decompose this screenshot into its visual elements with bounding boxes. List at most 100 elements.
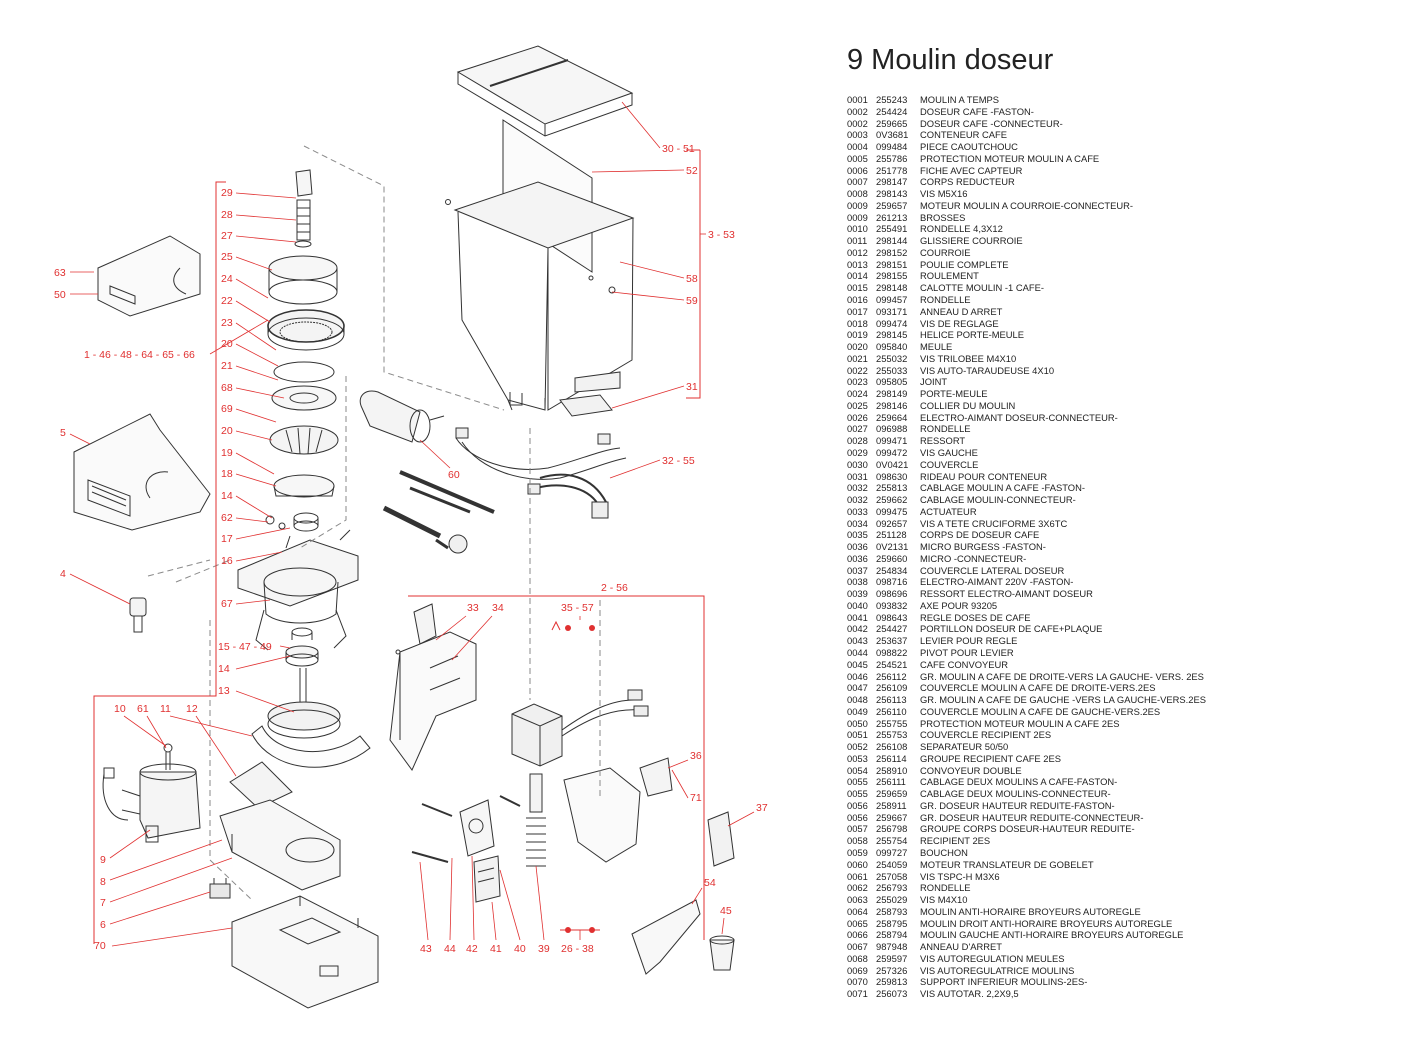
callout-leader [591, 169, 685, 173]
support-bracket-drawing [231, 895, 379, 1009]
part-position: 0002 [847, 117, 868, 129]
part-position: 0042 [847, 623, 868, 635]
part-reference: 098630 [876, 470, 908, 482]
callout-leader [111, 927, 233, 947]
part-reference: 254059 [876, 858, 908, 870]
part-description: ANNEAU D'ARRET [920, 941, 1003, 953]
part-position: 0028 [847, 435, 868, 447]
part-position: 0056 [847, 811, 868, 823]
part-position: 0054 [847, 764, 868, 776]
part-reference: 099474 [876, 317, 908, 329]
part-position: 0055 [847, 788, 868, 800]
callout-label: 13 [218, 685, 230, 697]
exploded-view-diagram: 2928272524222320216869201918146217166715… [54, 45, 768, 1009]
callout-leader [235, 235, 297, 243]
part-reference: 254427 [876, 623, 908, 635]
part-reference: 298151 [876, 258, 908, 270]
callout-label: 20 [221, 425, 233, 437]
callout-label: 20 [221, 338, 233, 350]
part-position: 0024 [847, 388, 868, 400]
part-reference: 092657 [876, 517, 908, 529]
callout-label: 37 [756, 802, 768, 814]
part-description: CABLAGE DEUX MOULINS-CONNECTEUR- [920, 788, 1111, 800]
parts-row: 0042 254427 PORTILLON DOSEUR DE CAFE+PLAQU… [847, 623, 1407, 635]
part-position: 0036 [847, 552, 868, 564]
callout-leader [195, 715, 237, 777]
callout-label: 36 [690, 750, 702, 762]
callout-label: 14 [221, 490, 233, 502]
part-description: CONVOYEUR DOUBLE [920, 764, 1022, 776]
callout-label: 32 - 55 [662, 455, 695, 467]
part-position: 0020 [847, 341, 868, 353]
callout-label: 52 [686, 165, 698, 177]
parts-row: 0039 098696 RESSORT ELECTRO-AIMANT DOSEUR [847, 588, 1407, 600]
callout-label: 15 - 47 - 49 [218, 641, 272, 653]
part-reference: 093171 [876, 305, 908, 317]
part-position: 0009 [847, 211, 868, 223]
callout-leader [235, 408, 277, 423]
part-reference: 257326 [876, 964, 908, 976]
part-reference: 258794 [876, 929, 908, 941]
part-reference: 254521 [876, 658, 908, 670]
callout-label: 21 [221, 360, 233, 372]
part-description: RESSORT ELECTRO-AIMANT DOSEUR [920, 588, 1093, 600]
callout-leader [235, 473, 277, 487]
part-description: DOSEUR CAFE -CONNECTEUR- [920, 117, 1063, 129]
part-reference: 256073 [876, 988, 908, 1000]
part-position: 0045 [847, 658, 868, 670]
part-description: PORTILLON DOSEUR DE CAFE+PLAQUE [920, 623, 1103, 635]
callout-leader [691, 887, 703, 905]
callout-leader [235, 365, 279, 381]
part-reference: 259813 [876, 976, 908, 988]
part-description: ACTUATEUR [920, 505, 977, 517]
part-reference: 258911 [876, 799, 907, 811]
explode-axes [147, 145, 601, 901]
part-reference: 095805 [876, 376, 908, 388]
part-description: PIECE CAOUTCHOUC [920, 141, 1018, 153]
bearing-pulley-drawing [251, 627, 371, 768]
part-position: 0003 [847, 129, 868, 141]
callout-leader [671, 769, 689, 799]
part-description: COURROIE [920, 246, 971, 258]
callout-label: 16 [221, 555, 233, 567]
part-description: GR. MOULIN A CAFE DE DROITE-VERS LA GAUC… [920, 670, 1204, 682]
part-reference: 099475 [876, 505, 908, 517]
protection-cover-drawing [73, 413, 211, 531]
part-reference: 098696 [876, 588, 908, 600]
part-position: 0047 [847, 682, 868, 694]
part-reference: 251778 [876, 164, 908, 176]
part-reference: 255243 [876, 94, 908, 105]
part-position: 0039 [847, 588, 868, 600]
part-reference: 256110 [876, 705, 907, 717]
part-description: AXE POUR 93205 [920, 599, 998, 611]
part-reference: 098716 [876, 576, 908, 588]
callout-leader [419, 861, 429, 941]
part-reference: 093832 [876, 599, 908, 611]
part-description: REGLE DOSES DE CAFE [920, 611, 1031, 623]
page-title: 9 Moulin doseur [847, 44, 1054, 76]
part-position: 0061 [847, 870, 868, 882]
part-reference: 259667 [876, 811, 908, 823]
part-reference: 256108 [876, 741, 908, 753]
part-position: 0070 [847, 976, 868, 988]
part-position: 0017 [847, 305, 868, 317]
callout-leader [235, 517, 269, 523]
part-reference: 255032 [876, 352, 908, 364]
